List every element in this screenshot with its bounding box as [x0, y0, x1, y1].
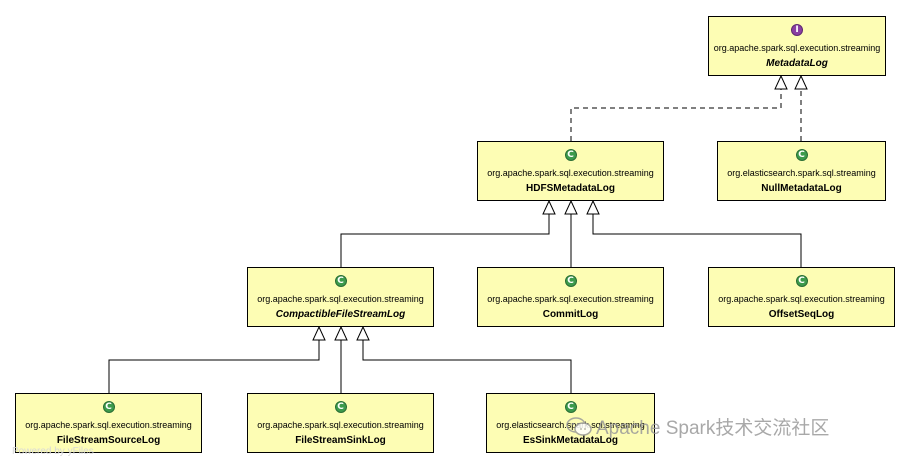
arrowhead — [542, 199, 556, 215]
arrowhead — [334, 325, 348, 341]
arrowhead — [794, 74, 808, 90]
class-icon: C — [795, 275, 808, 287]
node-commit-log[interactable]: C org.apache.spark.sql.execution.streami… — [477, 267, 664, 327]
node-null-metadata-log[interactable]: C org.elasticsearch.spark.sql.streaming … — [717, 141, 886, 201]
node-metadata-log[interactable]: I org.apache.spark.sql.execution.streami… — [708, 16, 886, 76]
node-package: org.apache.spark.sql.execution.streaming — [487, 294, 654, 304]
node-package: org.apache.spark.sql.execution.streaming — [257, 420, 424, 430]
node-name: FileStreamSourceLog — [56, 435, 161, 446]
node-name: FileStreamSinkLog — [295, 435, 386, 446]
node-file-stream-sink-log[interactable]: C org.apache.spark.sql.execution.streami… — [247, 393, 434, 453]
node-offset-seq-log[interactable]: C org.apache.spark.sql.execution.streami… — [708, 267, 895, 327]
class-icon: C — [102, 401, 115, 413]
edge-essink-to-compactible — [362, 327, 572, 393]
node-es-sink-metadata-log[interactable]: C org.elasticsearch.spark.sql.streaming … — [486, 393, 655, 453]
class-icon: C — [564, 149, 577, 161]
node-name: HDFSMetadataLog — [526, 183, 615, 194]
edge-compactible-to-hdfs — [340, 201, 550, 267]
node-name: CompactibleFileStreamLog — [275, 309, 406, 320]
node-name: CommitLog — [542, 309, 599, 320]
arrowhead — [564, 199, 578, 215]
node-package: org.elasticsearch.spark.sql.streaming — [727, 168, 876, 178]
node-compactible-file-stream-log[interactable]: C org.apache.spark.sql.execution.streami… — [247, 267, 434, 327]
node-name: OffsetSeqLog — [768, 309, 835, 320]
node-name: MetadataLog — [766, 58, 828, 69]
class-icon: C — [334, 275, 347, 287]
node-package: org.apache.spark.sql.execution.streaming — [718, 294, 885, 304]
node-file-stream-source-log[interactable]: C org.apache.spark.sql.execution.streami… — [15, 393, 202, 453]
arrowhead — [312, 325, 326, 341]
node-package: org.elasticsearch.spark.sql.streaming — [496, 420, 645, 430]
powered-by-footer: Powered by yFiles — [12, 446, 94, 457]
arrowhead — [774, 74, 788, 90]
class-icon: C — [564, 401, 577, 413]
edge-hdfs-to-metadatalog — [570, 76, 782, 141]
node-package: org.apache.spark.sql.execution.streaming — [25, 420, 192, 430]
arrowhead — [586, 199, 600, 215]
chat-bubbles-icon — [566, 417, 592, 436]
node-name: EsSinkMetadataLog — [522, 435, 619, 446]
node-hdfs-metadata-log[interactable]: C org.apache.spark.sql.execution.streami… — [477, 141, 664, 201]
node-package: org.apache.spark.sql.execution.streaming — [257, 294, 424, 304]
class-icon: C — [795, 149, 808, 161]
class-icon: C — [334, 401, 347, 413]
node-package: org.apache.spark.sql.execution.streaming — [713, 43, 881, 53]
watermark-text: Apache Spark技术交流社区 — [596, 418, 830, 439]
class-icon: C — [564, 275, 577, 287]
edge-offsetseq-to-hdfs — [592, 201, 802, 267]
edge-source-to-compactible — [108, 327, 320, 393]
node-package: org.apache.spark.sql.execution.streaming — [487, 168, 654, 178]
interface-icon: I — [791, 24, 803, 36]
node-name: NullMetadataLog — [761, 183, 842, 194]
arrowhead — [356, 325, 370, 341]
watermark: Apache Spark技术交流社区 — [566, 413, 829, 440]
